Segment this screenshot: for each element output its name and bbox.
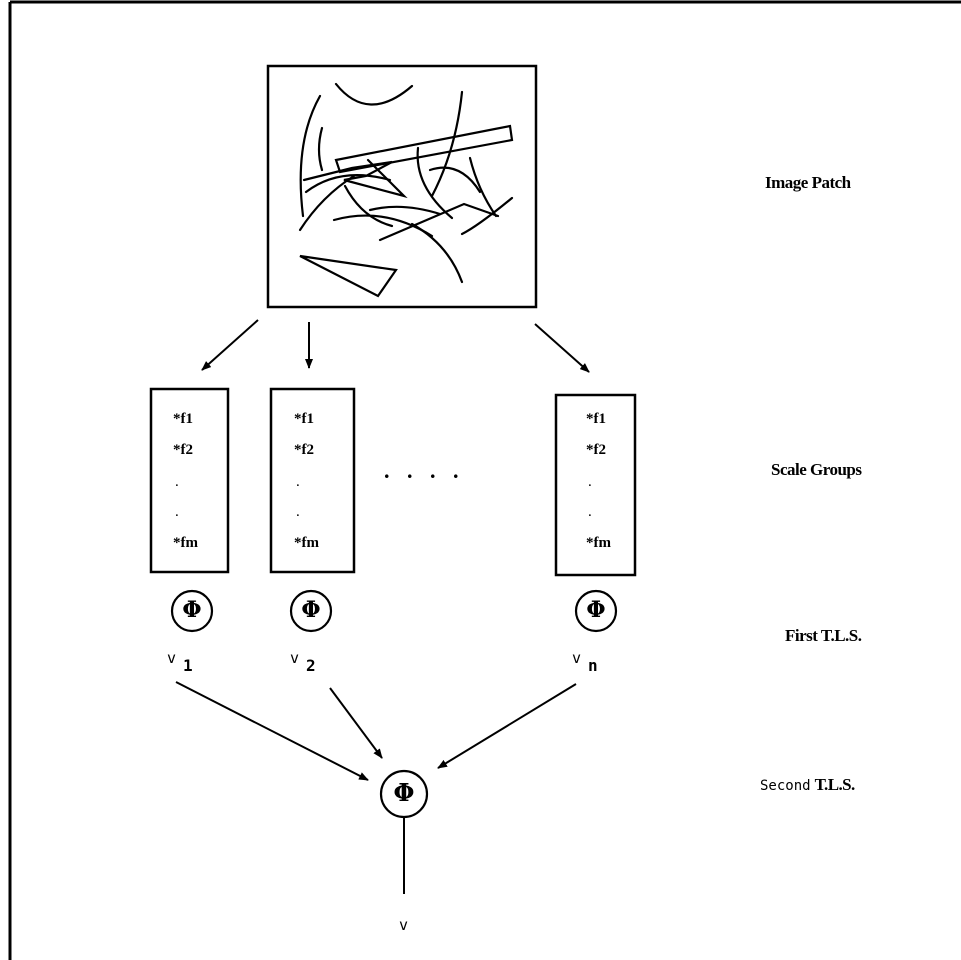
group-2-feature-2: *f2: [294, 442, 314, 459]
group-n-feature-5: *fm: [586, 535, 611, 552]
label-first-tls: First T.L.S.: [785, 626, 862, 646]
label-second-tls: Second T.L.S.: [760, 775, 855, 795]
arrow-vn-to-second: [438, 684, 576, 768]
groups-ellipsis: . . . .: [384, 458, 465, 484]
output-v1-base: v: [167, 649, 176, 667]
label-scale-groups: Scale Groups: [771, 460, 862, 480]
phi-symbol-n: Φ: [584, 597, 608, 623]
phi-symbol-2: Φ: [299, 597, 323, 623]
group-2-feature-3: .: [296, 474, 300, 491]
group-2-feature-5: *fm: [294, 535, 319, 552]
group-n-feature-4: .: [588, 504, 592, 521]
group-n-feature-3: .: [588, 474, 592, 491]
group-2-feature-4: .: [296, 504, 300, 521]
group-1-feature-2: *f2: [173, 442, 193, 459]
group-n-feature-1: *f1: [586, 411, 606, 428]
arrow-v2-to-second: [330, 688, 382, 758]
output-v1-sub: 1: [183, 656, 193, 675]
group-2-feature-1: *f1: [294, 411, 314, 428]
output-v2-sub: 2: [306, 656, 316, 675]
group-1-feature-5: *fm: [173, 535, 198, 552]
output-vn-sub: n: [588, 656, 598, 675]
group-1-feature-4: .: [175, 504, 179, 521]
arrow-v1-to-second: [176, 682, 368, 780]
label-image-patch: Image Patch: [765, 173, 851, 193]
label-second-tls-suffix: T.L.S.: [815, 775, 855, 794]
arrow-patch-to-group-1: [202, 320, 258, 370]
image-patch-box: [268, 66, 536, 307]
output-v2-base: v: [290, 649, 299, 667]
group-1-feature-1: *f1: [173, 411, 193, 428]
final-output-label: v: [399, 916, 408, 934]
phi-symbol-1: Φ: [180, 597, 204, 623]
arrow-patch-to-group-n: [535, 324, 589, 372]
image-patch-sketch: [300, 84, 512, 296]
output-vn-base: v: [572, 649, 581, 667]
group-n-feature-2: *f2: [586, 442, 606, 459]
phi-symbol-second: Φ: [390, 779, 418, 807]
group-1-feature-3: .: [175, 474, 179, 491]
label-second-tls-prefix: Second: [760, 778, 811, 794]
